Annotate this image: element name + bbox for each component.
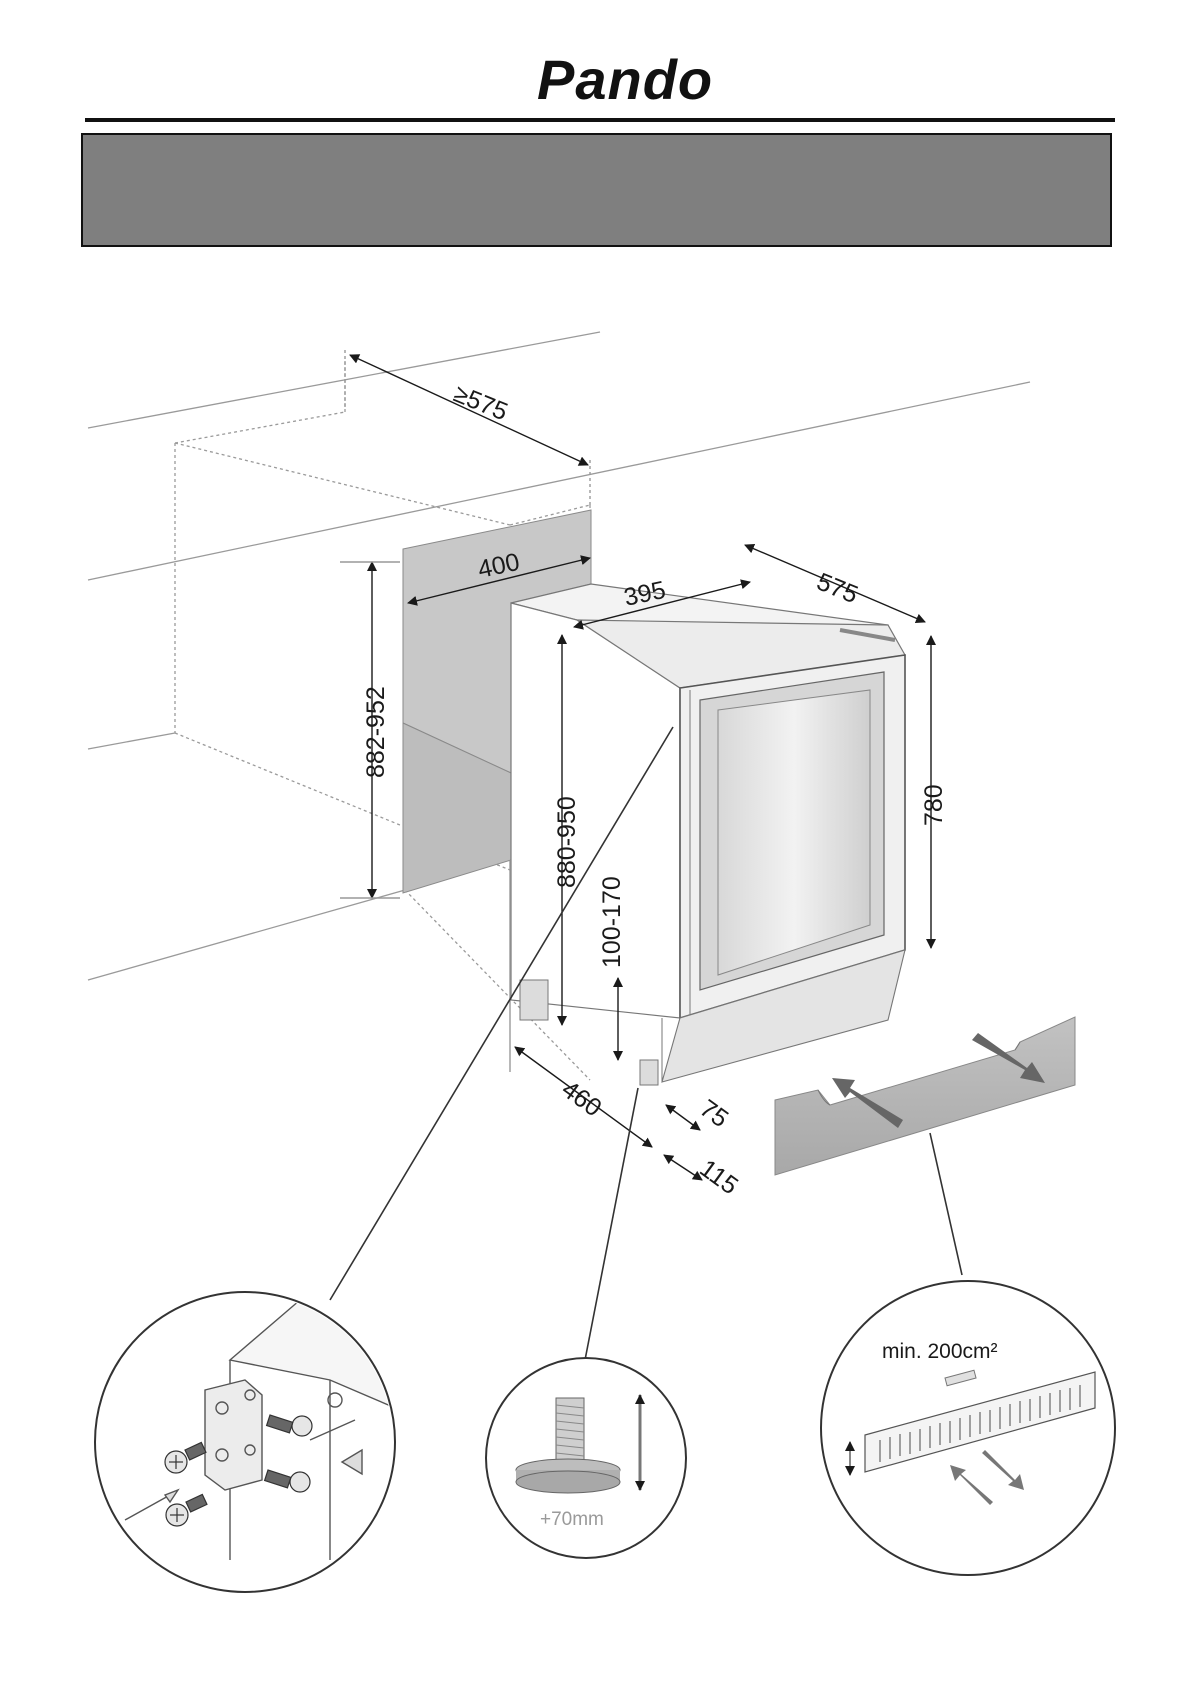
dim-cabinet-depth: ≥575 — [450, 380, 512, 427]
header-divider — [85, 118, 1115, 122]
ventilation-grille-icon: min. 200cm² — [820, 1280, 1116, 1576]
dim-plinth-offset-a: 75 — [694, 1094, 733, 1133]
brand-logo: Pando — [537, 48, 714, 111]
dim-door-height: 780 — [920, 784, 948, 826]
dim-niche-height: 882-952 — [362, 686, 390, 778]
ventilation-label: min. 200cm² — [882, 1340, 998, 1363]
dimension-lines — [340, 350, 936, 1181]
dim-unit-height: 880-950 — [553, 796, 581, 888]
kitchen-cabinet-outline — [87, 331, 1031, 1081]
grille-slots — [879, 1385, 1081, 1462]
airflow-arrows — [832, 1033, 1045, 1128]
dim-plinth-offset-b: 115 — [694, 1154, 743, 1200]
plinth-strip — [774, 1016, 1076, 1176]
dim-unit-depth: 575 — [813, 568, 862, 610]
foot-adjust-label: +70mm — [540, 1509, 604, 1530]
callout-leaders — [329, 726, 963, 1361]
screw-mounting-detail-icon — [94, 1291, 396, 1593]
title-banner — [81, 133, 1112, 247]
dim-plinth-height: 100-170 — [598, 876, 626, 968]
adjustable-foot-icon: +70mm — [485, 1357, 687, 1559]
